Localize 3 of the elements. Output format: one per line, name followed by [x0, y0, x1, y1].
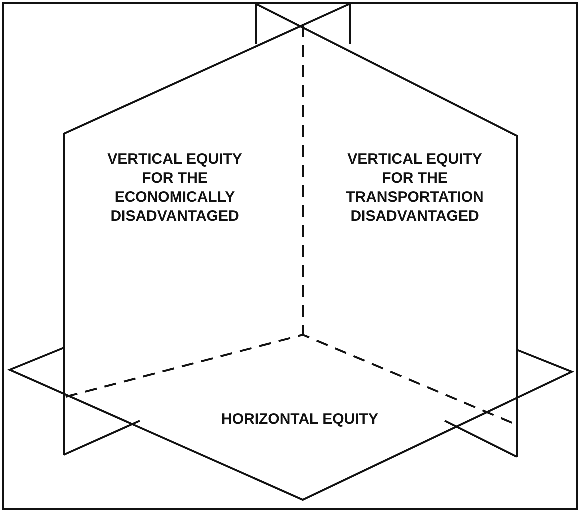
plane-label: VERTICAL EQUITY FOR THE ECONOMICALLY DISADVANTAGED [90, 150, 260, 226]
plane-label: VERTICAL EQUITY FOR THE TRANSPORTATION DISADVANTAGED [330, 150, 500, 226]
plane-label: HORIZONTAL EQUITY [215, 410, 385, 429]
